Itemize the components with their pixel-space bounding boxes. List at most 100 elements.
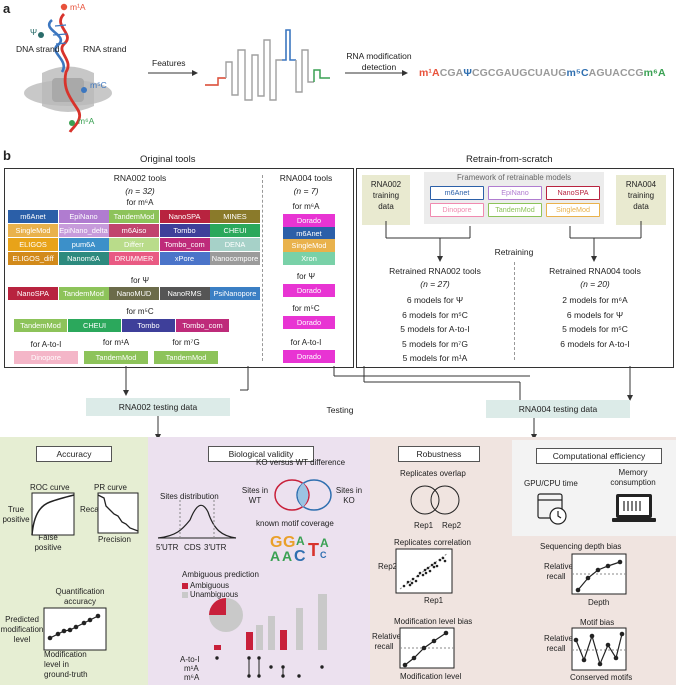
row-m6a-label: m⁶A — [184, 673, 200, 682]
model-count-item: 6 models for A-to-I — [560, 338, 630, 349]
corr-plot — [395, 548, 453, 594]
model-count-item: 5 models for m⁷G — [402, 338, 468, 349]
utr3-label: 3′UTR — [204, 543, 227, 552]
retrain-divider — [514, 262, 515, 360]
motif-recall: recall — [546, 644, 566, 653]
roc-label: ROC curve — [30, 483, 70, 492]
retrained-rna002-n: (n = 27) — [420, 279, 450, 289]
detection-label-2: detection — [361, 62, 397, 72]
pie-ambiguous — [209, 598, 226, 615]
framework-model-nanospa: NanoSPA — [546, 186, 600, 200]
original-tools-box — [4, 168, 354, 368]
svg-text:A: A — [320, 536, 329, 550]
tool-pum6a: pum6A — [58, 238, 109, 251]
mod-level-l1: Modification — [44, 650, 87, 659]
rna002-training-l2: training — [372, 191, 400, 200]
mod-level-l3: ground-truth — [44, 670, 88, 679]
legend-unambiguous-swatch — [182, 592, 188, 598]
tool-tombo-m5c: Tombo — [122, 319, 175, 332]
legend-ambiguous: Ambiguous — [190, 581, 230, 590]
corr-rep1: Rep1 — [424, 596, 444, 605]
robust-title: Robustness — [398, 446, 480, 462]
sb-relative: Relative — [544, 562, 573, 571]
svg-text:G: G — [283, 534, 295, 551]
cds-label: CDS — [184, 543, 201, 552]
tool-epinano-delta: EpiNano_delta — [58, 224, 109, 237]
sites-dist-label: Sites distribution — [160, 492, 219, 501]
bio-title: Biological validity — [208, 446, 314, 462]
sites-in-wt-l1: Sites in — [241, 486, 269, 495]
motif-logo: G G A A C A T A C — [270, 534, 329, 565]
model-count-item: 6 models for Ψ — [406, 295, 464, 305]
rna002-tools-n: (n = 32) — [125, 186, 155, 196]
tool-singlemod: SingleMod — [8, 224, 58, 237]
recall-label: Recall — [80, 505, 103, 514]
rna004-for-m5c: for m⁵C — [292, 304, 320, 313]
roc-plot — [31, 492, 75, 536]
for-m1a-label: for m¹A — [102, 338, 130, 347]
ambiguous-bars — [214, 594, 327, 650]
framework-model-singlemod: SingleMod — [546, 203, 600, 217]
svg-text:A: A — [296, 534, 305, 548]
sites-in-wt-l2: WT — [248, 496, 262, 505]
m6a-dot — [69, 120, 75, 126]
for-m7g-label: for m⁷G — [172, 338, 200, 347]
overlap-rep2-circle — [430, 485, 460, 515]
model-count-item: 2 models for m⁶A — [562, 295, 628, 305]
mem-l2: consumption — [610, 478, 656, 487]
venn-overlap — [297, 483, 309, 507]
tool-tandemmod-psi: TandemMod — [58, 287, 109, 300]
row-atoi-label: A-to-I — [180, 655, 200, 664]
sequence-part: Ψ — [463, 67, 472, 79]
psi-dot — [38, 32, 44, 38]
m1a-dot — [60, 3, 68, 11]
retrained-rna002-title: Retrained RNA002 tools — [389, 266, 481, 276]
motif-relative: Relative — [544, 634, 573, 643]
corr-rep2: Rep2 — [378, 562, 398, 571]
mb-relative: Relative — [372, 632, 401, 641]
mod-bias-label: Modification level bias — [394, 617, 473, 626]
tool-eligos-diff: ELIGOS_diff — [8, 252, 58, 265]
gpu-label: GPU/CPU time — [524, 479, 578, 488]
svg-text:T: T — [308, 540, 319, 560]
tool-nanocompore: Nanocompore — [210, 252, 260, 265]
model-count-item: 5 models for m¹A — [402, 353, 468, 363]
pr-curve — [97, 494, 139, 532]
predicted-l1: Predicted — [5, 615, 39, 624]
tool-differr: Differr — [109, 238, 159, 251]
motif-bias-label: Motif bias — [580, 618, 615, 627]
sequence-part: m¹A — [419, 67, 440, 79]
gpu-time-icon — [537, 493, 567, 525]
comp-title: Computational efficiency — [536, 448, 662, 464]
false-positive-l1: False — [38, 533, 58, 542]
ambiguous-title: Ambiguous prediction — [182, 570, 259, 579]
rna004-tool-xron: Xron — [283, 251, 335, 265]
rep-corr-label: Replicates correlation — [394, 538, 471, 547]
framework-model-m6anet: m6Anet — [430, 186, 484, 200]
memory-laptop-icon — [612, 494, 656, 522]
mod-m6a-label: m⁶A — [78, 116, 95, 126]
svg-text:A: A — [270, 548, 280, 564]
sequence-part: CGCGAUGCUAUG — [471, 67, 567, 79]
rna004-tools-n: (n = 7) — [293, 186, 319, 196]
venn-ko — [296, 479, 332, 511]
ko-title: KO versus WT difference — [256, 458, 346, 467]
mem-l1: Memory — [618, 468, 648, 477]
sequence-part: CGA — [439, 67, 464, 79]
tool-tandemmod-m7g: TandemMod — [154, 351, 218, 364]
rna004-tool-dorado: Dorado — [283, 214, 335, 227]
tool-m6aiso: m6Aiso — [109, 224, 159, 237]
modified-sequence: m¹ACGAΨCGCGAUGCUAUGm⁵CAGUACCGm⁶A — [419, 67, 666, 79]
rna004-dorado-m5c: Dorado — [283, 316, 335, 329]
detection-label-1: RNA modification — [346, 51, 412, 61]
retrain-title: Retrain-from-scratch — [466, 154, 553, 165]
venn-wt — [274, 479, 310, 511]
motif-points — [573, 631, 625, 667]
true-positive-l2: positive — [2, 515, 30, 524]
rna-divider — [262, 175, 263, 361]
predicted-l3: level — [13, 635, 31, 644]
sequence-part: m⁶A — [643, 67, 666, 79]
sequence-part: m⁵C — [566, 67, 589, 79]
